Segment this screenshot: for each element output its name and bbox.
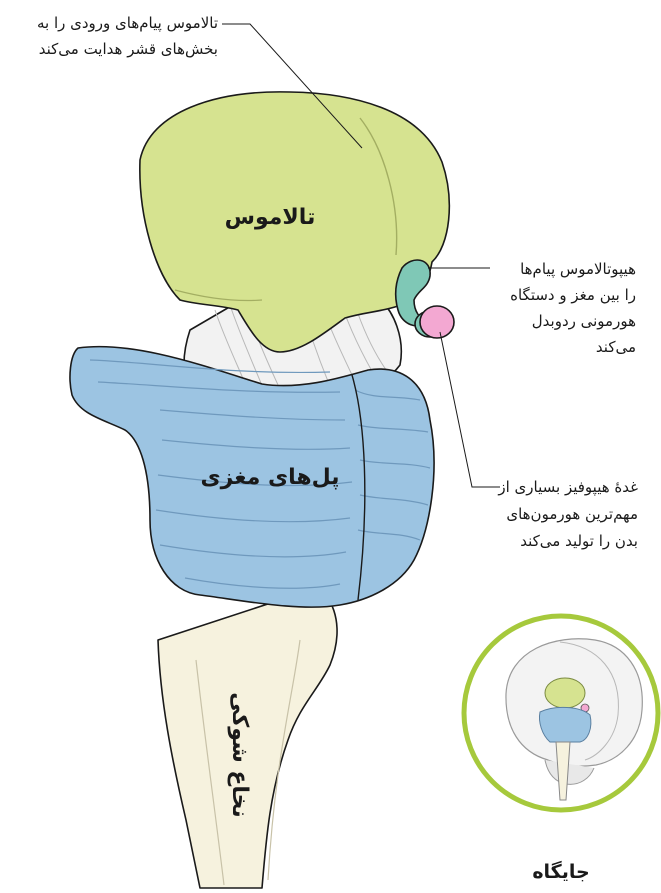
thalamus-callout-line-1: تالاموس پیام‌های ورودی را به: [37, 14, 218, 33]
thalamus-label: تالاموس: [225, 205, 316, 230]
hypothalamus-callout-line-2: را بین مغز و دستگاه: [510, 286, 636, 304]
hypothalamus-callout-line-1: هیپوتالاموس پیام‌ها: [520, 260, 636, 279]
spinal-cord-label: نخاع شوکی: [227, 692, 252, 818]
pituitary-callout-line-3: بدن را تولید می‌کند: [520, 532, 638, 550]
pituitary-callout: غدهٔ هیپوفیز بسیاری از مهم‌ترین هورمون‌ه…: [497, 478, 638, 550]
thalamus-callout: تالاموس پیام‌های ورودی را به بخش‌های قشر…: [37, 14, 218, 58]
hypothalamus-callout-line-3: هورمونی ردوبدل: [532, 312, 636, 330]
pituitary-callout-line-2: مهم‌ترین هورمون‌های: [506, 505, 638, 523]
hypothalamus-callout: هیپوتالاموس پیام‌ها را بین مغز و دستگاه …: [510, 260, 636, 356]
hypothalamus-callout-line-4: می‌کند: [596, 338, 636, 356]
location-label: جایگاه: [532, 860, 589, 883]
thalamus-callout-line-2: بخش‌های قشر هدایت می‌کند: [39, 40, 218, 58]
location-inset: [464, 616, 658, 810]
pituitary-callout-line-1: غدهٔ هیپوفیز بسیاری از: [497, 478, 638, 497]
pons-label: پل‌های مغزی: [200, 465, 339, 490]
pituitary-gland: [415, 306, 454, 338]
